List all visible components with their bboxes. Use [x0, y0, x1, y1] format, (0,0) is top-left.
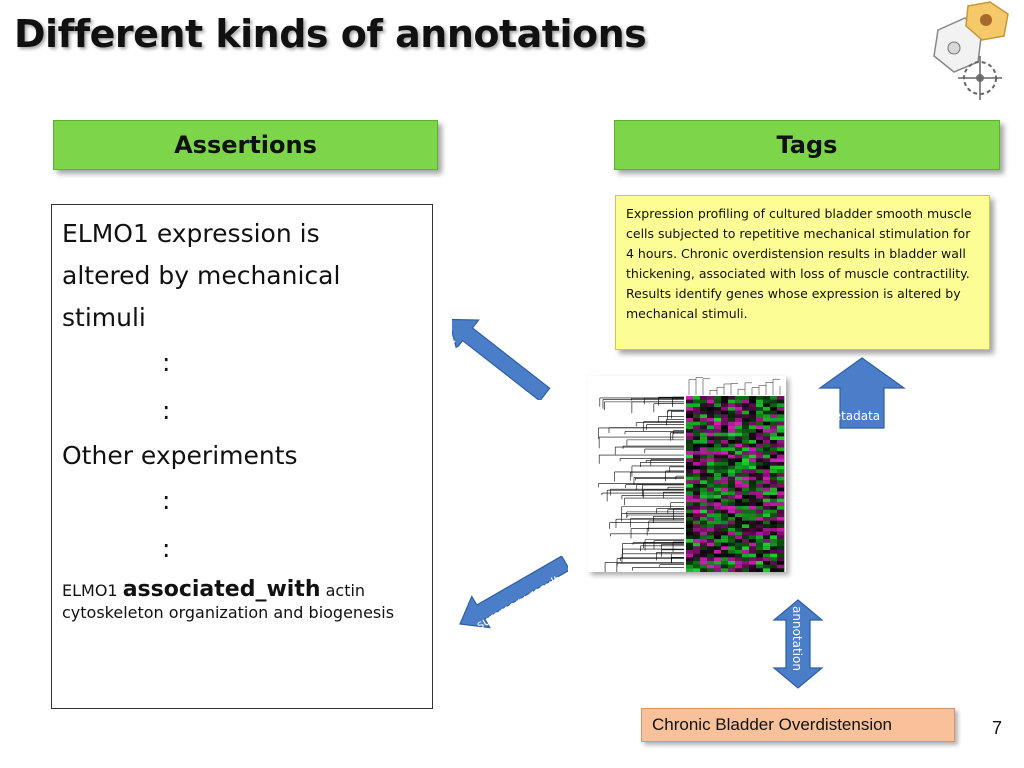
term-start: actin — [325, 581, 366, 600]
ellipsis-colon: : — [162, 348, 171, 377]
assertion-line: altered by mechanical — [62, 261, 341, 290]
annotation-term-label: Chronic Bladder Overdistension — [641, 708, 955, 742]
assertion-line: stimuli — [62, 303, 146, 332]
heatmap-cells — [684, 394, 785, 572]
term-rest: cytoskeleton organization and biogenesis — [62, 603, 395, 622]
tags-header: Tags — [614, 120, 1000, 170]
page-number: 7 — [992, 718, 1003, 738]
metadata-label: metadata — [822, 409, 881, 423]
assertions-panel: ELMO1 expression is altered by mechanica… — [51, 204, 433, 709]
row-dendrogram — [598, 396, 684, 572]
assertion-line: ELMO1 expression is — [62, 219, 320, 248]
cell-logo-icon — [933, 1, 1009, 100]
metadata-arrow-icon — [818, 357, 906, 429]
relation-keyword: associated_with — [122, 577, 321, 602]
assertion-line: Other experiments — [62, 441, 298, 470]
association-statement: ELMO1 associated_with actin cytoskeleton… — [62, 579, 422, 624]
expression-heatmap — [588, 376, 786, 572]
summary-result-arrow-icon — [459, 556, 568, 629]
column-dendrogram — [688, 377, 781, 395]
annotation-arrow-icon — [772, 599, 824, 689]
ellipsis-colon: : — [162, 486, 171, 515]
annotation-label: annotation — [790, 606, 804, 671]
low-level-result-arrow-icon — [452, 318, 551, 400]
gene-name: ELMO1 — [62, 581, 118, 600]
ellipsis-colon: : — [162, 534, 171, 563]
ellipsis-colon: : — [162, 396, 171, 425]
assertions-header: Assertions — [53, 120, 438, 170]
tags-description: Expression profiling of cultured bladder… — [615, 195, 990, 350]
slide-title: Different kinds of annotations — [14, 12, 647, 56]
